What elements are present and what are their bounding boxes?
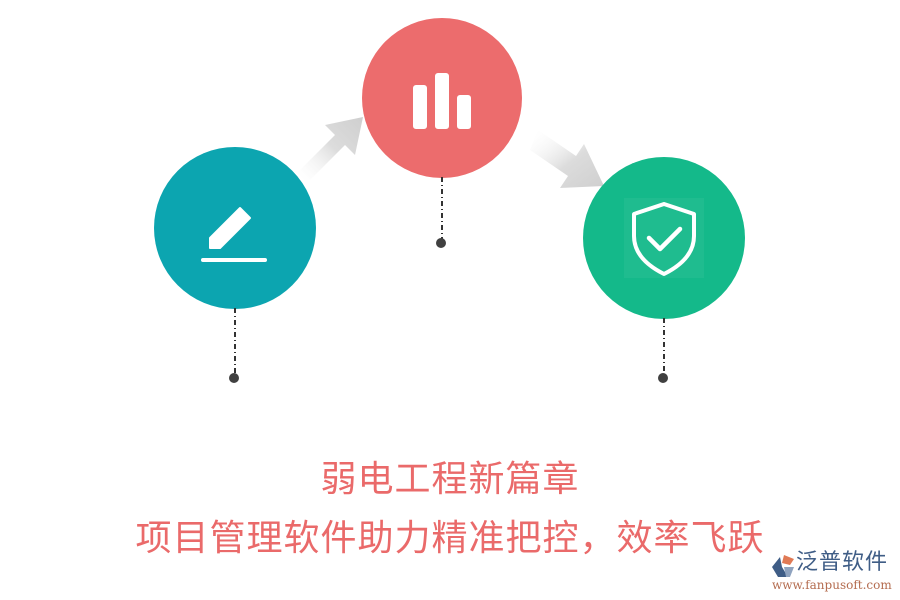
headline-line-2: 项目管理软件助力精准把控，效率飞跃 — [135, 518, 765, 559]
connector-stem-chart — [441, 177, 443, 239]
arrow-up-right — [297, 117, 363, 180]
step-node-shield — [583, 157, 745, 319]
watermark-brand: 泛普软件 — [796, 550, 889, 575]
shield-check-icon — [624, 198, 704, 278]
connector-dot-chart — [436, 238, 446, 248]
connector-dot-shield — [658, 373, 668, 383]
connector-dot-edit — [229, 373, 239, 383]
pencil-icon — [201, 207, 267, 262]
step-node-chart — [362, 18, 522, 178]
connector-stem-edit — [234, 308, 236, 374]
headline-line-1: 弱电工程新篇章 — [320, 459, 580, 500]
watermark-logo: 泛普软件 www.fanpusoft.com — [768, 549, 898, 597]
step-node-edit — [154, 147, 316, 309]
watermark-url: www.fanpusoft.com — [772, 578, 892, 592]
brand-logo-icon — [772, 555, 794, 577]
bar-chart-icon — [413, 73, 471, 129]
arrow-down-right — [530, 130, 604, 188]
connector-stem-shield — [663, 318, 665, 374]
